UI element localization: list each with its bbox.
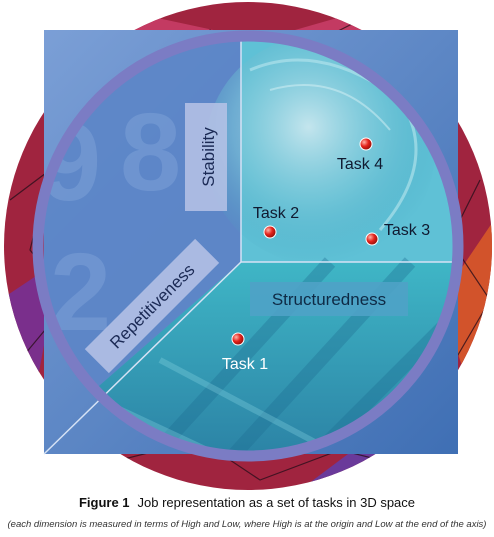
svg-text:8: 8 — [120, 91, 181, 214]
task-1-dot — [231, 332, 245, 346]
task-space-diagram: 9 8 2 Stability Repe — [4, 2, 492, 490]
task-2-dot — [263, 225, 277, 239]
task-point-3: Task 3 — [365, 222, 430, 246]
task-2-label: Task 2 — [253, 205, 299, 222]
task-1-label: Task 1 — [222, 356, 268, 373]
figure-label: Figure 1 — [78, 495, 130, 510]
figure-caption-title: Figure 1 Job representation as a set of t… — [0, 495, 494, 510]
stability-label: Stability — [199, 127, 218, 187]
task-4-dot — [359, 137, 373, 151]
task-point-2: Task 2 — [253, 205, 299, 239]
figure-caption-note: (each dimension is measured in terms of … — [7, 519, 487, 530]
task-3-dot — [365, 232, 379, 246]
structuredness-label: Structuredness — [272, 290, 386, 309]
figure-title: Job representation as a set of tasks in … — [137, 495, 416, 510]
circle-ring — [32, 30, 464, 462]
axis-lines — [43, 41, 452, 455]
task-3-label: Task 3 — [384, 222, 430, 239]
task-4-label: Task 4 — [337, 156, 383, 173]
diagram-canvas: 9 8 2 Stability Repe — [4, 2, 492, 490]
task-point-1: Task 1 — [222, 332, 268, 373]
task-point-4: Task 4 — [337, 137, 383, 173]
axis-label-structuredness: Structuredness — [250, 282, 408, 316]
axis-label-stability: Stability — [185, 103, 227, 211]
